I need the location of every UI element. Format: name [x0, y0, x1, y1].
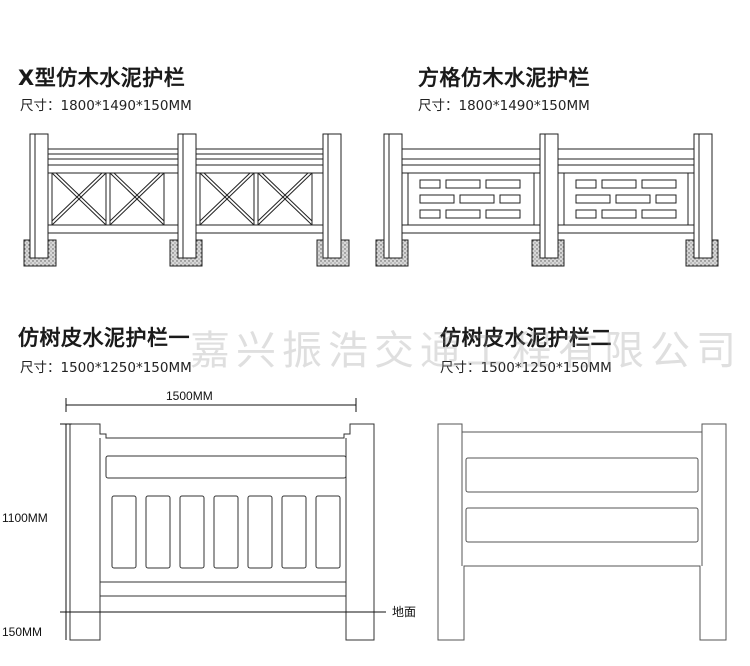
dim-base: 150MM: [2, 625, 42, 639]
panel-3-title: 仿树皮水泥护栏一: [18, 326, 190, 350]
watermark: 嘉兴振浩交通工程有限公司: [190, 328, 742, 374]
grid-fence-drawing: [375, 133, 719, 267]
panel-2-size: 尺寸：1800*1490*150MM: [418, 98, 590, 114]
post-mid: [177, 133, 197, 259]
panel-4-size: 尺寸：1500*1250*150MM: [440, 360, 612, 376]
panel-2-title: 方格仿木水泥护栏: [418, 66, 590, 90]
x-fence-drawing: [23, 133, 350, 267]
panel-4-title: 仿树皮水泥护栏二: [440, 326, 612, 350]
post-right: [322, 133, 342, 259]
post-left: [29, 133, 49, 259]
panel-1-size: 尺寸：1800*1490*150MM: [20, 98, 192, 114]
dim-width: 1500MM: [166, 389, 213, 403]
bark-fence-1-drawing: [60, 398, 386, 641]
panel-3-size: 尺寸：1500*1250*150MM: [20, 360, 192, 376]
bark-fence-2-drawing: [437, 423, 727, 641]
ground-label: 地面: [392, 605, 416, 619]
dim-height: 1100MM: [2, 511, 48, 525]
panel-1-title: X型仿木水泥护栏: [18, 66, 186, 90]
